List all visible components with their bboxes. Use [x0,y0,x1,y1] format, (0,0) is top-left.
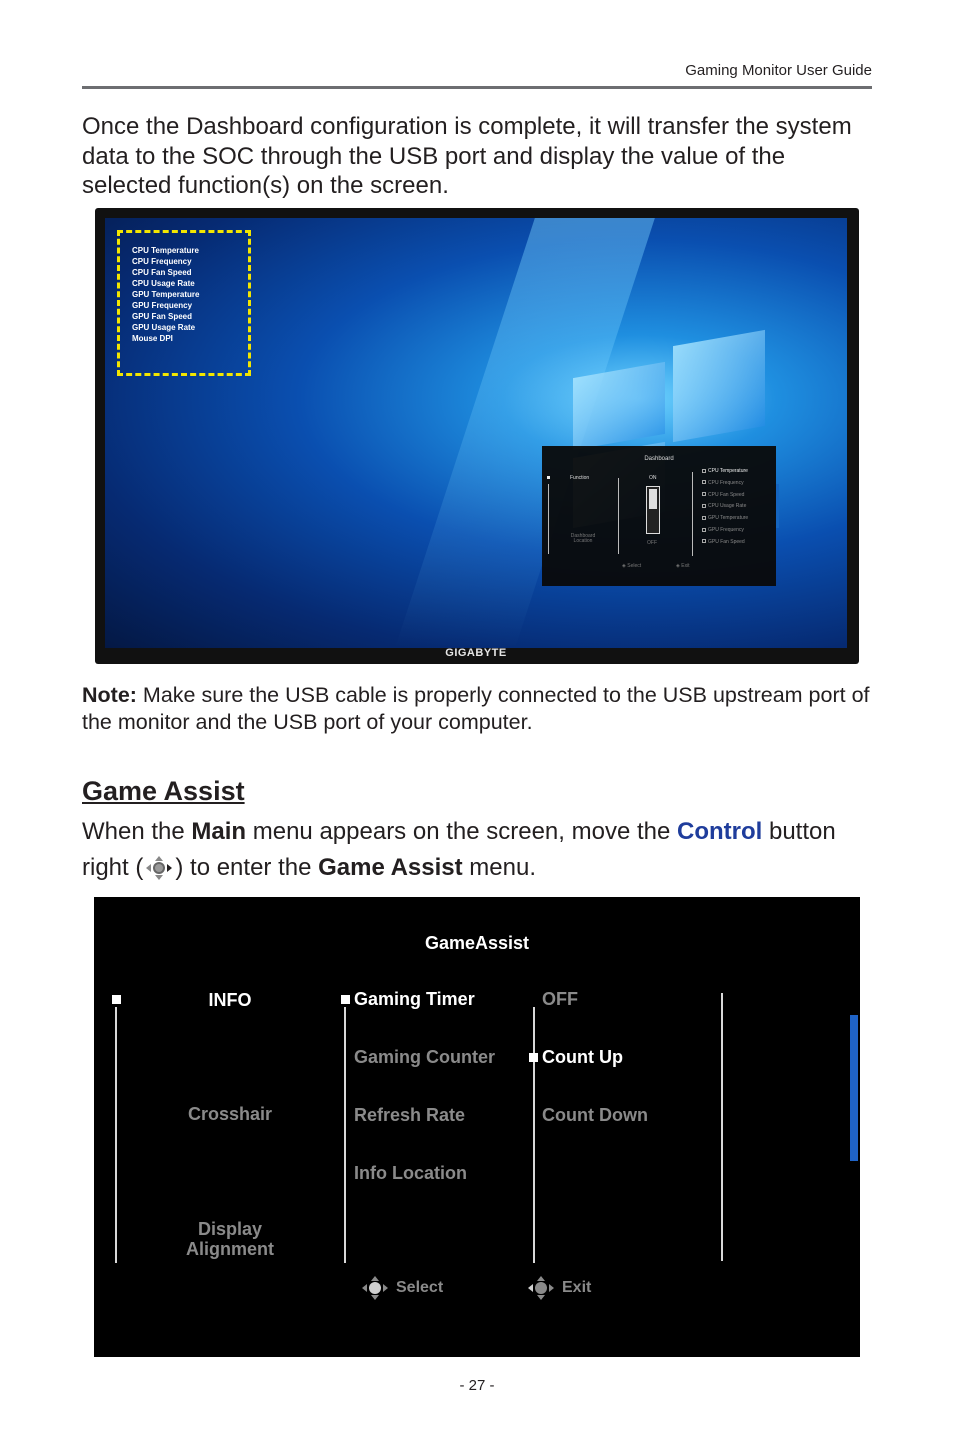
dashboard-item: GPU Fan Speed [132,312,193,321]
mini-osd-divider [692,472,693,556]
instruction-paragraph: When the Main menu appears on the screen… [82,818,836,881]
game-assist-term: Game Assist [318,854,463,881]
mini-osd-item: CPU Fan Speed [702,490,748,502]
monitor-illustration: CPU Temperature CPU Frequency CPU Fan Sp… [95,208,859,664]
mini-osd-item: GPU Frequency [702,525,748,537]
osd-selection-marker [341,995,350,1004]
joystick-exit-icon [528,1276,554,1300]
osd-option-gaming-counter[interactable]: Gaming Counter [354,1047,496,1067]
osd-title: GameAssist [424,933,530,953]
osd-column-divider [533,1007,535,1263]
mini-toggle-switch [646,486,660,534]
window-logo-pane-2 [673,329,765,443]
intro-paragraph: Once the Dashboard configuration is comp… [82,113,852,199]
osd-exit-label: Exit [562,1279,592,1296]
osd-column-divider [721,993,723,1261]
mini-osd-divider [618,478,619,554]
mini-osd-item: GPU Fan Speed [702,537,748,549]
dashboard-item: GPU Frequency [132,301,193,310]
osd-column-divider [344,1007,346,1263]
dashboard-highlight-box: CPU Temperature CPU Frequency CPU Fan Sp… [117,230,251,376]
main-menu-term: Main [191,818,247,845]
mini-osd-item: CPU Temperature [702,466,748,478]
mini-off-label: OFF [647,540,657,546]
dashboard-item: CPU Temperature [132,246,199,255]
mini-function-label: Function [570,475,590,481]
header-rule [82,86,872,89]
mini-osd-item: GPU Temperature [702,513,748,525]
osd-option-refresh-rate[interactable]: Refresh Rate [354,1105,466,1125]
monitor-screen: CPU Temperature CPU Frequency CPU Fan Sp… [105,218,847,648]
mini-on-label: ON [649,475,657,481]
mini-select-label: ◈ Select [622,563,642,569]
note-text: Make sure the USB cable is properly conn… [82,683,870,734]
mini-osd-marker [547,476,550,479]
monitor-bezel: GIGABYTE [105,642,847,660]
osd-value-count-down[interactable]: Count Down [542,1105,648,1125]
mini-osd-item: CPU Frequency [702,478,748,490]
mini-osd-item-list: CPU Temperature CPU Frequency CPU Fan Sp… [702,466,748,549]
osd-menu-crosshair[interactable]: Crosshair [187,1104,273,1124]
page-number: - 27 - [459,1377,495,1394]
mini-exit-label: ◈ Exit [676,563,690,569]
osd-value-off[interactable]: OFF [542,989,578,1009]
osd-selection-marker [529,1053,538,1062]
mini-osd-item: CPU Usage Rate [702,501,748,513]
osd-menu-info[interactable]: INFO [208,990,252,1010]
mini-osd-title: Dashboard [644,456,674,462]
section-title: Game Assist [82,776,245,806]
osd-scrollbar [850,1015,858,1161]
control-right-icon [146,856,173,880]
osd-option-gaming-timer[interactable]: Gaming Timer [354,989,475,1009]
osd-column-divider [115,1007,117,1263]
dashboard-item: CPU Usage Rate [132,279,195,288]
dashboard-item: Mouse DPI [132,334,173,343]
dashboard-item: GPU Temperature [132,290,200,299]
header-label: Gaming Monitor User Guide [685,62,872,79]
window-logo-pane-1 [573,361,665,451]
control-term: Control [677,818,763,845]
osd-option-info-location[interactable]: Info Location [354,1163,467,1183]
dashboard-item: CPU Frequency [132,257,192,266]
note-paragraph: Note: Make sure the USB cable is properl… [82,682,877,735]
osd-selection-marker [112,995,121,1004]
note-label: Note: [82,683,137,707]
brand-logo: GIGABYTE [445,647,507,659]
osd-select-label: Select [396,1279,444,1296]
mini-osd-divider [548,484,549,554]
dashboard-item: GPU Usage Rate [132,323,196,332]
mini-osd-scrollbar [776,484,779,528]
dashboard-item: CPU Fan Speed [132,268,192,277]
osd-value-count-up[interactable]: Count Up [542,1047,623,1067]
joystick-select-icon [362,1276,388,1300]
osd-exit-hint: Exit [526,1275,591,1301]
dashboard-readout-list: CPU Temperature CPU Frequency CPU Fan Sp… [132,245,199,344]
osd-select-hint: Select [360,1275,443,1301]
